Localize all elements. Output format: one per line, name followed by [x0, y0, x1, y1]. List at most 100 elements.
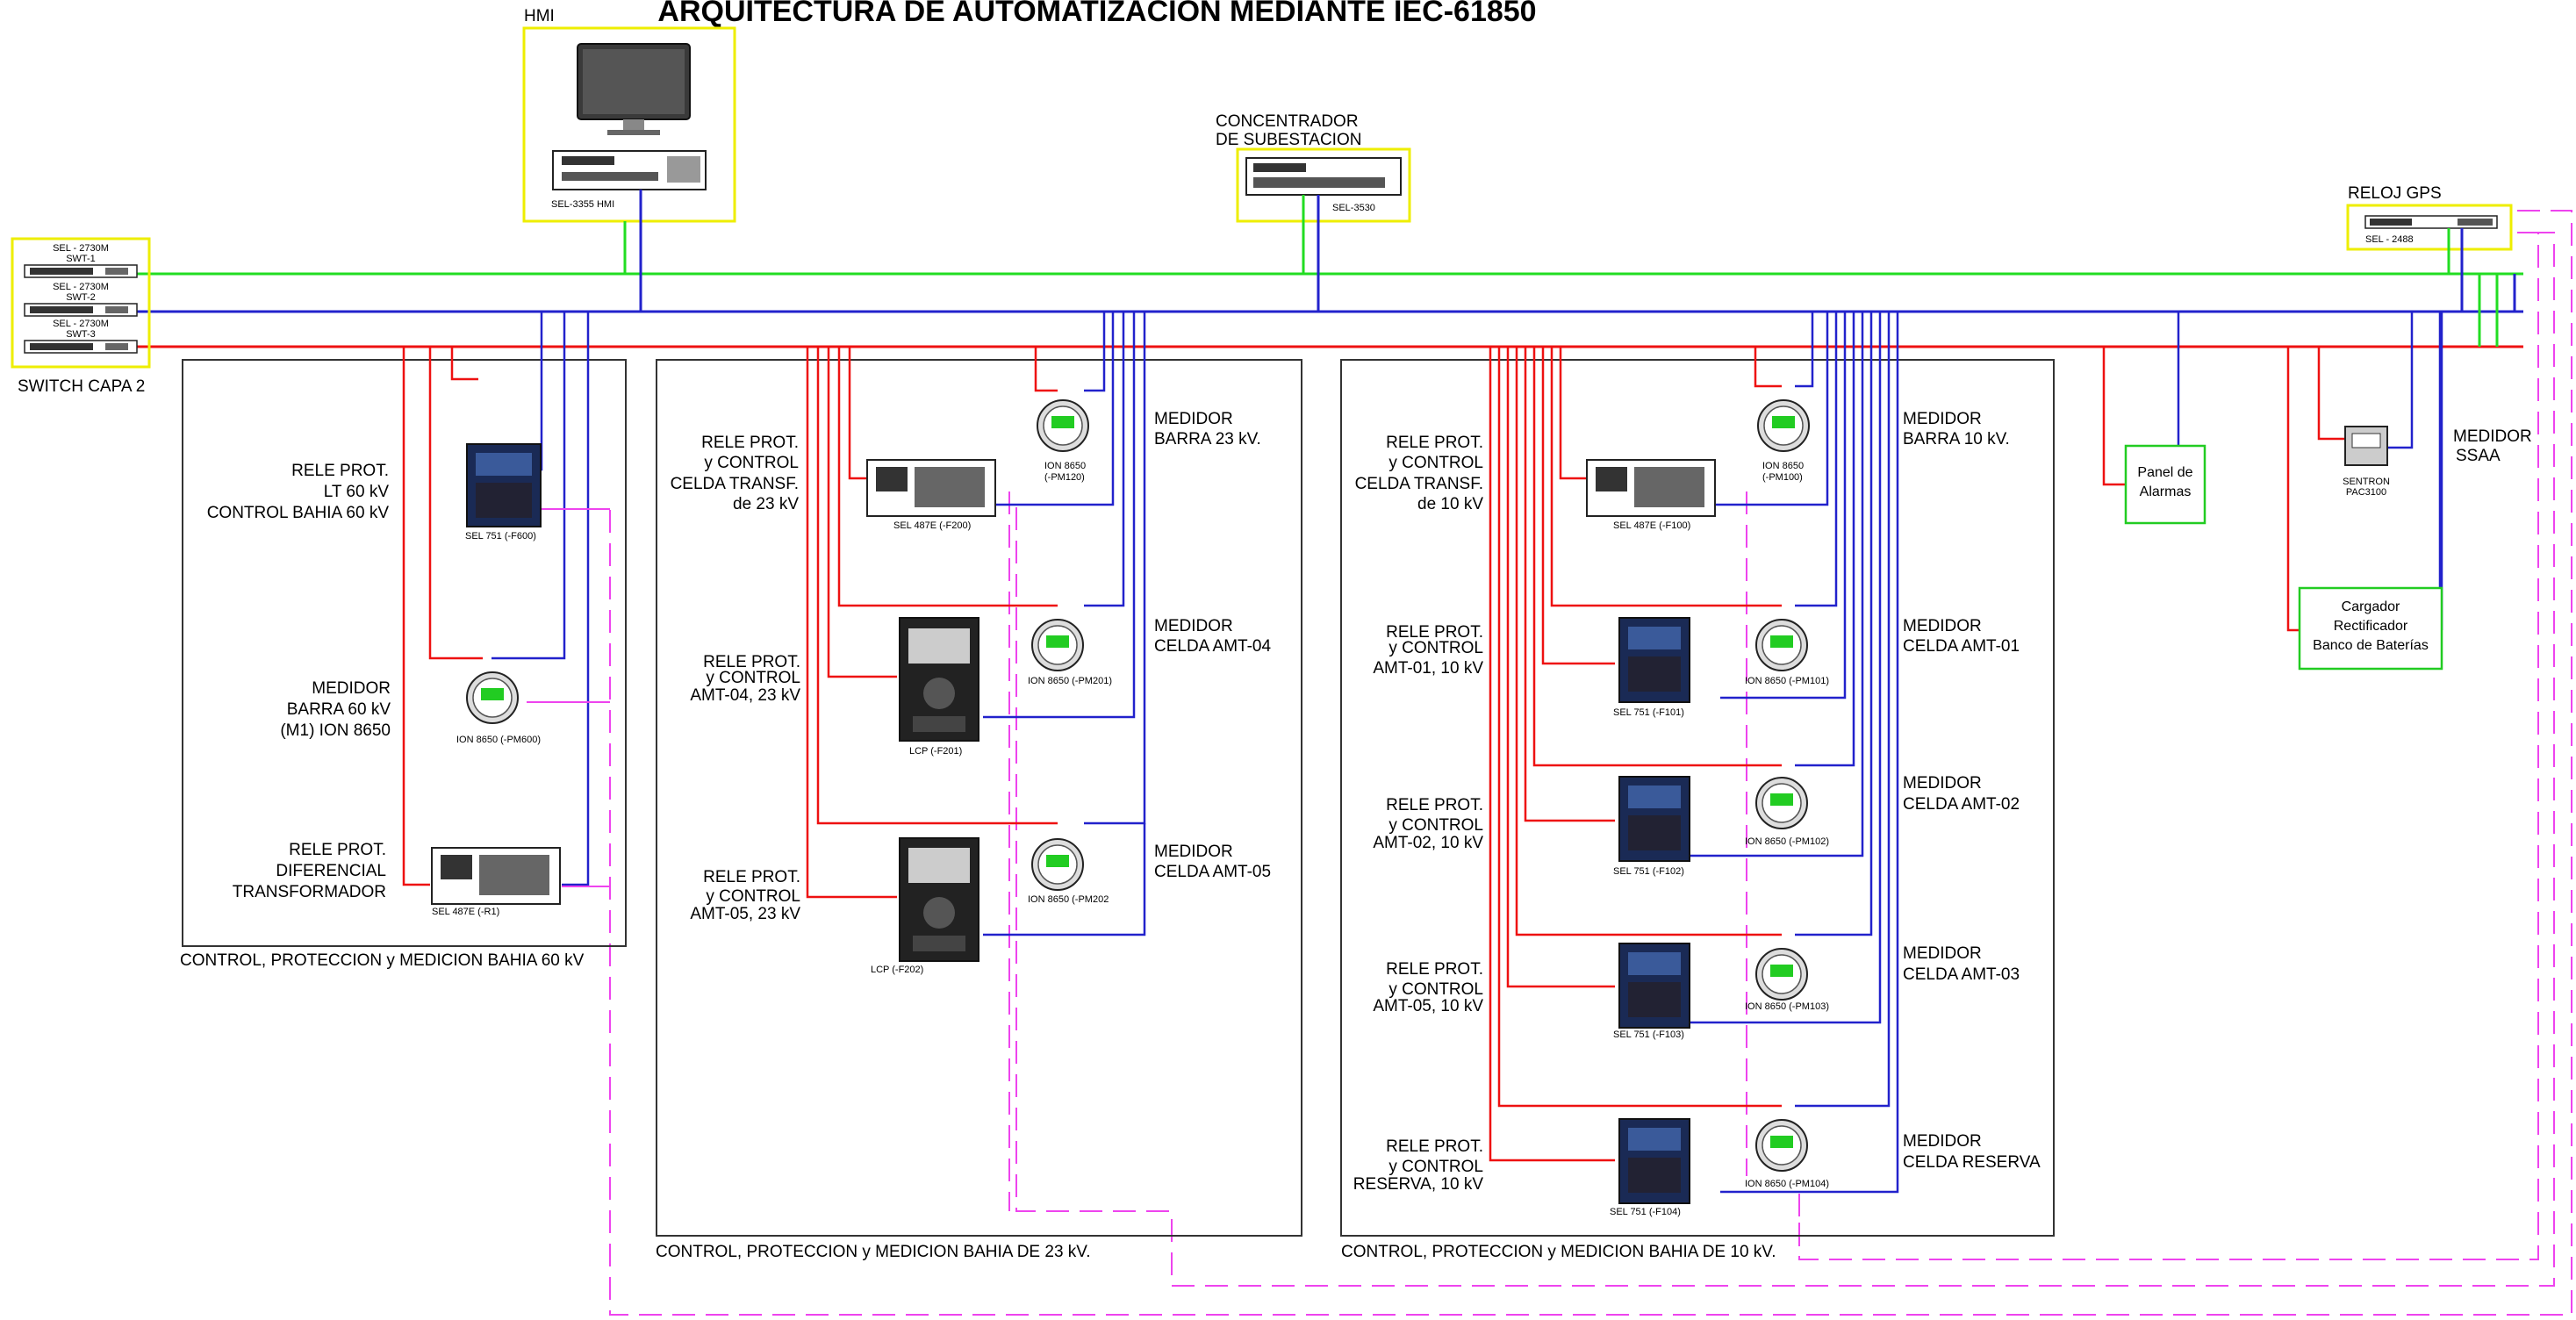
- svg-text:ION 8650 (-PM201): ION 8650 (-PM201): [1028, 676, 1112, 686]
- svg-text:SEL - 2730M: SEL - 2730M: [53, 282, 109, 292]
- svg-text:MEDIDOR: MEDIDOR: [1154, 617, 1233, 635]
- svg-text:SEL - 2488: SEL - 2488: [2365, 234, 2414, 245]
- svg-text:LT 60 kV: LT 60 kV: [324, 483, 390, 501]
- svg-text:ION 8650: ION 8650: [1044, 461, 1086, 471]
- lcp-f201: [900, 618, 979, 741]
- svg-text:CONTROL BAHIA 60 kV: CONTROL BAHIA 60 kV: [207, 504, 390, 522]
- lcp-f202: [900, 838, 979, 961]
- bay-23kv: CONTROL, PROTECCION y MEDICION BAHIA DE …: [656, 312, 1302, 1261]
- svg-text:HMI: HMI: [524, 7, 555, 25]
- bay-60kv: CONTROL, PROTECCION y MEDICION BAHIA 60 …: [180, 312, 626, 970]
- svg-text:SEL 487E (-F100): SEL 487E (-F100): [1613, 520, 1690, 531]
- svg-text:PAC3100: PAC3100: [2346, 487, 2386, 498]
- network-buses: [132, 274, 2523, 347]
- svg-text:ION 8650 (-PM600): ION 8650 (-PM600): [456, 735, 541, 745]
- switch-caption: SWITCH CAPA 2: [18, 377, 145, 396]
- meter-ion8650-pm120: [1037, 400, 1088, 451]
- sentron-pac3100: SENTRON PAC3100: [2343, 427, 2390, 498]
- svg-text:Rectificador: Rectificador: [2334, 619, 2408, 634]
- meter-ion8650-pm103: [1756, 949, 1807, 1000]
- svg-text:y CONTROL: y CONTROL: [706, 669, 800, 687]
- svg-text:de 10 kV: de 10 kV: [1417, 495, 1483, 513]
- svg-text:AMT-02, 10 kV: AMT-02, 10 kV: [1373, 834, 1483, 852]
- relay-sel751-f102: [1619, 777, 1690, 861]
- svg-text:SEL 751 (-F103): SEL 751 (-F103): [1613, 1029, 1684, 1040]
- svg-text:RELE PROT.: RELE PROT.: [1386, 434, 1483, 452]
- relay-sel751-f600: [467, 444, 541, 527]
- svg-text:CONTROL, PROTECCION y MEDICION: CONTROL, PROTECCION y MEDICION BAHIA DE …: [656, 1243, 1091, 1261]
- svg-text:RELE PROT.: RELE PROT.: [701, 434, 799, 452]
- meter-ion8650-pm202: [1032, 839, 1083, 890]
- svg-text:SEL 751 (-F102): SEL 751 (-F102): [1613, 866, 1684, 877]
- svg-text:AMT-05, 10 kV: AMT-05, 10 kV: [1373, 997, 1483, 1015]
- svg-text:MEDIDOR: MEDIDOR: [1903, 617, 1982, 635]
- svg-text:RELE PROT.: RELE PROT.: [291, 462, 389, 480]
- svg-text:ION 8650 (-PM104): ION 8650 (-PM104): [1745, 1179, 1829, 1189]
- gps-sync-links: [610, 211, 2572, 1315]
- switch-swt1: SEL - 2730M SWT-1: [25, 243, 137, 277]
- svg-text:(M1) ION 8650: (M1) ION 8650: [280, 721, 391, 740]
- meter-ion8650-pm101: [1756, 620, 1807, 671]
- switch-swt3: SEL - 2730M SWT-3: [25, 319, 137, 353]
- meter-ion8650-pm104: [1756, 1120, 1807, 1171]
- svg-text:BARRA 60 kV: BARRA 60 kV: [287, 700, 391, 719]
- relay-sel487e-f200: [867, 460, 995, 516]
- hmi-station: HMI SEL-3355 HMI: [524, 7, 735, 312]
- svg-text:Alarmas: Alarmas: [2140, 484, 2192, 499]
- svg-text:SEL-3530: SEL-3530: [1332, 203, 1375, 213]
- svg-text:ION 8650 (-PM103): ION 8650 (-PM103): [1745, 1001, 1829, 1012]
- svg-text:CONCENTRADOR: CONCENTRADOR: [1216, 112, 1359, 131]
- svg-text:CELDA TRANSF.: CELDA TRANSF.: [1355, 475, 1483, 493]
- svg-text:ION 8650 (-PM102): ION 8650 (-PM102): [1745, 836, 1829, 847]
- diagram-title: ARQUITECTURA DE AUTOMATIZACION MEDIANTE …: [657, 0, 1536, 28]
- meter-ion8650-pm201: [1032, 620, 1083, 671]
- svg-text:ION 8650: ION 8650: [1762, 461, 1804, 471]
- svg-text:CELDA AMT-05: CELDA AMT-05: [1154, 863, 1271, 881]
- bay-10kv: CONTROL, PROTECCION y MEDICION BAHIA DE …: [1341, 312, 2054, 1261]
- svg-text:RELE PROT.: RELE PROT.: [1386, 1137, 1483, 1156]
- svg-text:y CONTROL: y CONTROL: [1388, 639, 1483, 657]
- svg-text:SEL - 2730M: SEL - 2730M: [53, 243, 109, 254]
- svg-text:Panel de: Panel de: [2137, 465, 2192, 480]
- auxiliary-services: Panel de Alarmas SENTRON PAC3100 MEDIDOR…: [2104, 312, 2532, 669]
- switch-swt2: SEL - 2730M SWT-2: [25, 282, 137, 316]
- switch-stack: SEL - 2730M SWT-1 SEL - 2730M SWT-2 SEL …: [12, 239, 149, 396]
- svg-text:SEL 751 (-F104): SEL 751 (-F104): [1610, 1207, 1681, 1217]
- svg-text:LCP (-F202): LCP (-F202): [871, 965, 923, 975]
- svg-text:y CONTROL: y CONTROL: [1388, 980, 1483, 999]
- meter-ion8650-pm102: [1756, 778, 1807, 829]
- svg-text:CELDA AMT-02: CELDA AMT-02: [1903, 795, 2020, 814]
- svg-text:MEDIDOR: MEDIDOR: [1154, 410, 1233, 428]
- svg-text:CELDA AMT-03: CELDA AMT-03: [1903, 965, 2020, 984]
- svg-text:AMT-01, 10 kV: AMT-01, 10 kV: [1373, 659, 1483, 678]
- svg-text:MEDIDOR: MEDIDOR: [1903, 1132, 1982, 1151]
- svg-text:SSAA: SSAA: [2456, 447, 2501, 465]
- svg-text:(-PM100): (-PM100): [1762, 472, 1803, 483]
- svg-text:MEDIDOR: MEDIDOR: [1903, 410, 1982, 428]
- svg-text:y CONTROL: y CONTROL: [706, 887, 800, 906]
- svg-text:BARRA 10 kV.: BARRA 10 kV.: [1903, 430, 2010, 448]
- gps-clock: RELOJ GPS SEL - 2488: [2348, 184, 2511, 312]
- svg-text:TRANSFORMADOR: TRANSFORMADOR: [233, 883, 386, 901]
- svg-text:ION 8650 (-PM101): ION 8650 (-PM101): [1745, 676, 1829, 686]
- svg-text:RELE PROT.: RELE PROT.: [289, 841, 386, 859]
- svg-text:RELE PROT.: RELE PROT.: [1386, 796, 1483, 814]
- svg-text:CONTROL, PROTECCION y MEDICION: CONTROL, PROTECCION y MEDICION BAHIA 60 …: [180, 951, 585, 970]
- svg-text:SENTRON: SENTRON: [2343, 477, 2390, 487]
- svg-text:CELDA RESERVA: CELDA RESERVA: [1903, 1153, 2041, 1172]
- relay-sel487e-f100: [1587, 460, 1715, 516]
- svg-text:MEDIDOR: MEDIDOR: [312, 679, 391, 698]
- meter-ion8650-pm600: [467, 672, 518, 723]
- svg-text:ION 8650 (-PM202: ION 8650 (-PM202: [1028, 894, 1109, 905]
- svg-text:BARRA 23 kV.: BARRA 23 kV.: [1154, 430, 1261, 448]
- svg-text:MEDIDOR: MEDIDOR: [1903, 774, 1982, 793]
- svg-text:SEL 751 (-F600): SEL 751 (-F600): [465, 531, 536, 542]
- relay-sel751-f104: [1619, 1119, 1690, 1203]
- svg-text:SEL 487E (-F200): SEL 487E (-F200): [893, 520, 971, 531]
- svg-text:MEDIDOR: MEDIDOR: [1903, 944, 1982, 963]
- svg-text:SWT-3: SWT-3: [66, 329, 96, 340]
- svg-text:DIFERENCIAL: DIFERENCIAL: [276, 862, 386, 880]
- substation-concentrator: CONCENTRADOR DE SUBESTACION SEL-3530: [1216, 112, 1410, 312]
- svg-text:SEL-3355 HMI: SEL-3355 HMI: [551, 199, 614, 210]
